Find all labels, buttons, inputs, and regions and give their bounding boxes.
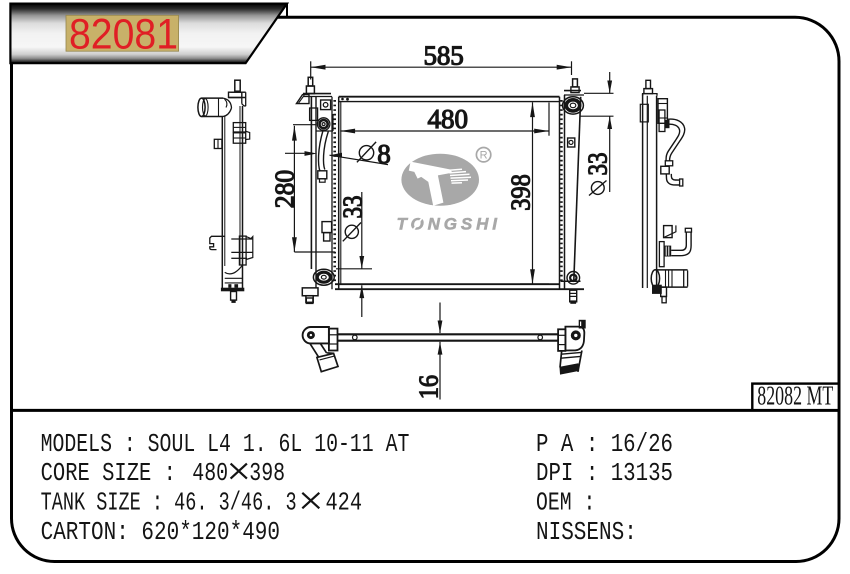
svg-text:CORE SIZE :: CORE SIZE :: [41, 459, 176, 488]
svg-text:33: 33: [338, 196, 368, 219]
svg-text:8: 8: [377, 139, 391, 169]
svg-text:MODELS : SOUL L4 1. 6L 10-11 A: MODELS : SOUL L4 1. 6L 10-11 AT: [41, 430, 410, 459]
svg-text:OEM :: OEM :: [536, 488, 595, 517]
svg-text:DPI : 13135: DPI : 13135: [536, 459, 673, 488]
svg-text:CARTON: 620*120*490: CARTON: 620*120*490: [41, 518, 280, 547]
svg-text:R: R: [480, 150, 488, 162]
svg-text:TANK SIZE : 46. 3/46. 3: TANK SIZE : 46. 3/46. 3: [41, 488, 297, 517]
svg-text:480: 480: [192, 459, 228, 488]
svg-text:82082 MT: 82082 MT: [757, 381, 833, 411]
svg-text:P A : 16/26: P A : 16/26: [536, 430, 673, 459]
svg-text:16: 16: [413, 375, 443, 399]
svg-text:585: 585: [424, 41, 464, 71]
svg-text:398: 398: [506, 174, 536, 211]
svg-text:424: 424: [326, 488, 363, 517]
svg-text:TONGSHI: TONGSHI: [397, 215, 499, 234]
svg-text:480: 480: [428, 104, 469, 134]
svg-text:33: 33: [582, 153, 612, 176]
svg-text:280: 280: [269, 170, 299, 209]
svg-text:82081: 82081: [69, 11, 178, 59]
svg-text:398: 398: [249, 459, 285, 488]
svg-text:NISSENS:: NISSENS:: [536, 518, 637, 547]
